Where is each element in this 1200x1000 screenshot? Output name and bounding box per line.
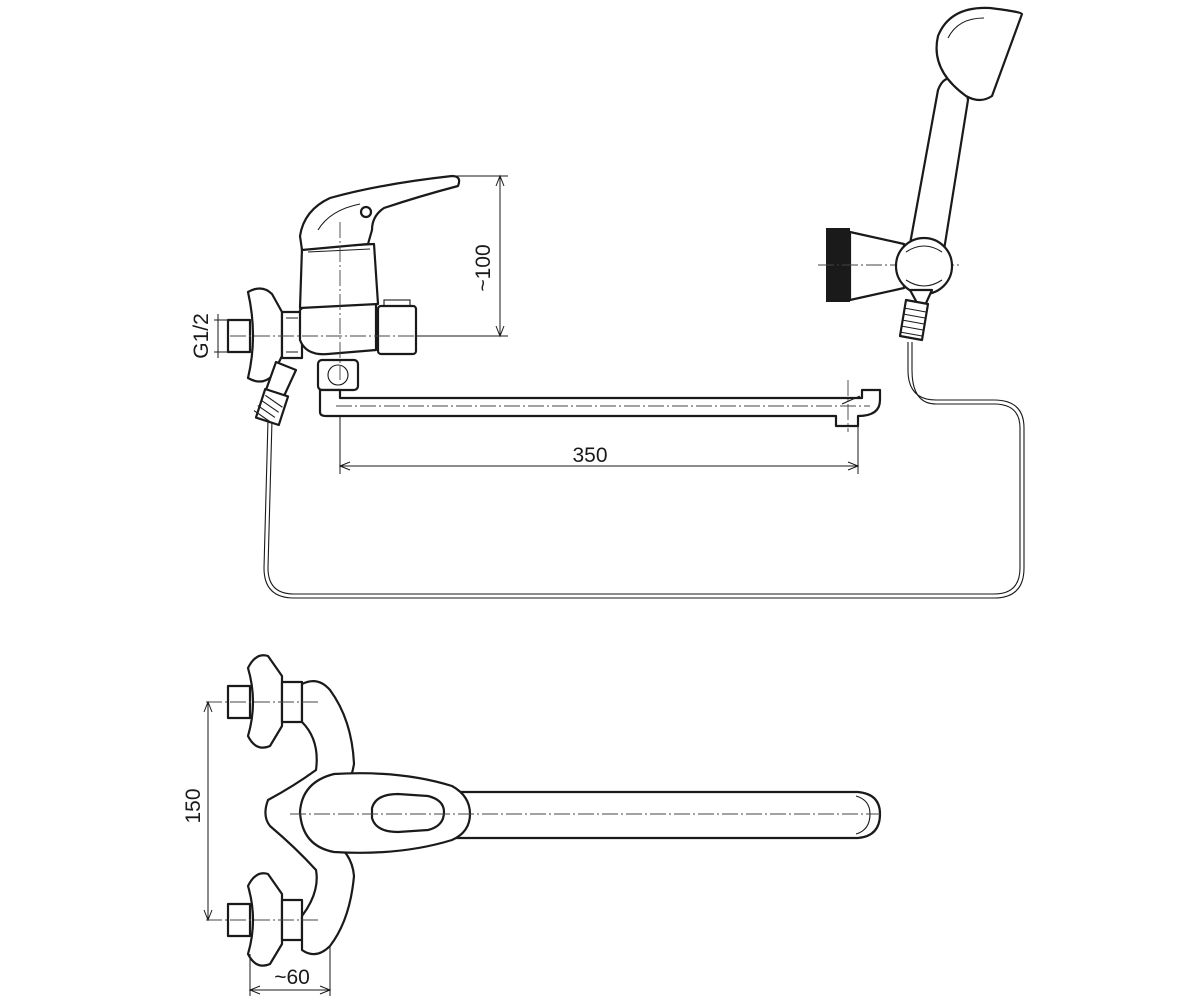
shower-handle [908,77,970,252]
mixer-body [298,300,378,356]
hose-connector [898,298,930,342]
shower-face [935,6,1024,102]
spout-length-dimension: 350 [338,416,860,474]
thread-label: G1/2 [190,313,213,359]
inlet-spacing-label: 150 [182,788,205,823]
height-dimension: ~100 [416,174,508,338]
wall-offset-label: ~60 [274,966,310,989]
lever-handle [298,174,461,252]
spout-length-label: 350 [572,444,607,467]
lever-slot [370,792,446,834]
upper-wall-flange [246,654,284,749]
top-view [206,654,882,967]
lower-wall-flange [246,872,284,967]
inlet-spacing-dimension: 150 [182,700,213,922]
side-view [226,174,1025,599]
wall-offset-dimension: ~60 [248,946,332,996]
height-label: ~100 [472,244,495,291]
hose-outlet [253,360,298,427]
thread-dimension: G1/2 [190,313,232,359]
shower-holder [818,228,960,302]
shower-hose [263,342,1025,599]
diverter-button [376,304,418,356]
spout [318,388,882,428]
cartridge-housing [298,242,380,310]
shower-head [894,6,1024,342]
wall-flange [246,287,284,383]
